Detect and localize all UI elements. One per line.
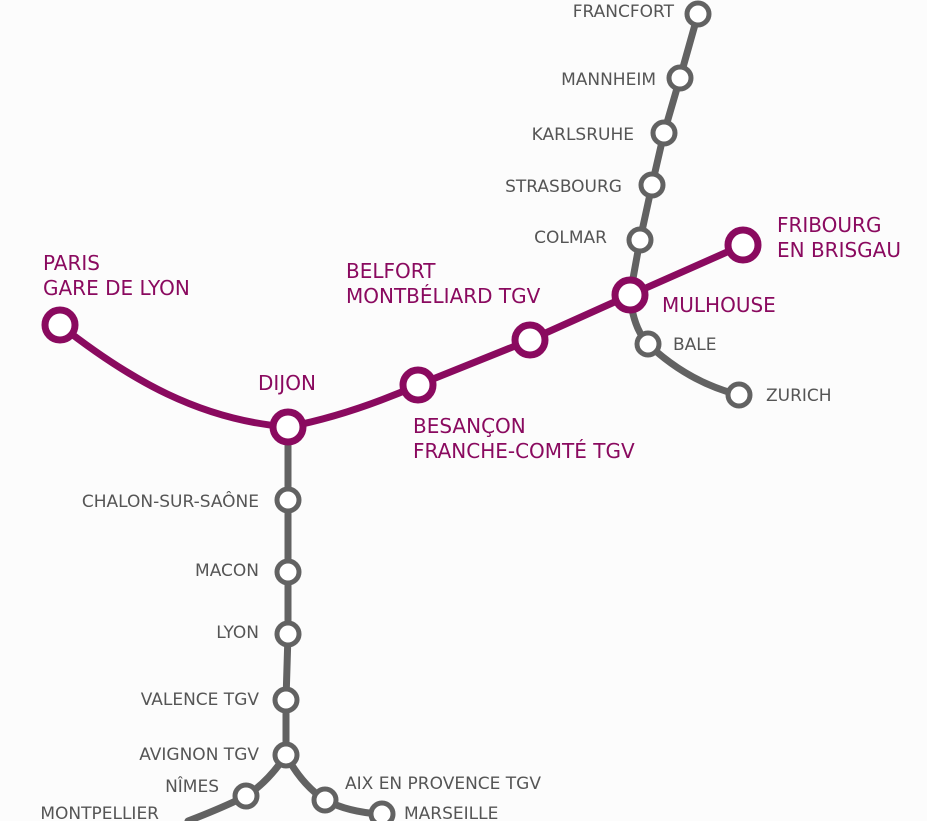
station-avignon-tgv[interactable] xyxy=(272,741,300,769)
station-valence-tgv[interactable] xyxy=(272,686,300,714)
station-chalon-sur-saone[interactable] xyxy=(274,486,302,514)
label-paris-line1: PARIS xyxy=(43,251,100,275)
label-strasbourg: STRASBOURG xyxy=(505,177,622,197)
main-labels: PARIS GARE DE LYON DIJON BELFORT MONTBÉL… xyxy=(43,213,901,463)
station-karlsruhe[interactable] xyxy=(650,119,678,147)
label-francfort: FRANCFORT xyxy=(573,2,675,22)
station-nimes[interactable] xyxy=(232,782,260,810)
main-line-east xyxy=(284,241,747,431)
station-colmar[interactable] xyxy=(626,226,654,254)
label-fribourg-line2: EN BRISGAU xyxy=(777,238,901,262)
main-line-west xyxy=(56,321,292,431)
label-bale: BALE xyxy=(673,335,717,355)
station-francfort[interactable] xyxy=(684,0,712,28)
label-lyon: LYON xyxy=(216,623,259,643)
branch-stations xyxy=(232,0,753,821)
label-valence-tgv: VALENCE TGV xyxy=(141,690,260,710)
label-macon: MACON xyxy=(195,561,259,581)
branch-labels: FRANCFORT MANNHEIM KARLSRUHE STRASBOURG … xyxy=(40,2,831,821)
label-marseille: MARSEILLE xyxy=(404,804,498,821)
main-stations xyxy=(41,226,762,446)
label-besancon-line2: FRANCHE-COMTÉ TGV xyxy=(413,439,635,463)
station-macon[interactable] xyxy=(274,558,302,586)
station-paris-gare-de-lyon[interactable] xyxy=(41,306,79,344)
label-fribourg-line1: FRIBOURG xyxy=(777,213,881,237)
station-marseille[interactable] xyxy=(368,800,396,821)
station-besancon[interactable] xyxy=(399,366,437,404)
station-aix-en-provence-tgv[interactable] xyxy=(311,786,339,814)
label-mannheim: MANNHEIM xyxy=(561,70,656,90)
station-belfort[interactable] xyxy=(511,321,549,359)
station-fribourg[interactable] xyxy=(724,226,762,264)
station-mulhouse[interactable] xyxy=(611,276,649,314)
station-zurich[interactable] xyxy=(725,381,753,409)
label-belfort-line1: BELFORT xyxy=(346,259,436,283)
label-zurich: ZURICH xyxy=(766,386,832,406)
label-aix-en-provence-tgv: AIX EN PROVENCE TGV xyxy=(345,774,541,794)
label-colmar: COLMAR xyxy=(534,228,607,248)
station-bale[interactable] xyxy=(634,330,662,358)
station-dijon[interactable] xyxy=(269,408,307,446)
label-paris-line2: GARE DE LYON xyxy=(43,276,190,300)
label-chalon-sur-saone: CHALON-SUR-SAÔNE xyxy=(82,490,259,512)
main-line xyxy=(56,241,747,431)
station-strasbourg[interactable] xyxy=(638,171,666,199)
label-karlsruhe: KARLSRUHE xyxy=(532,125,634,145)
label-montpellier: MONTPELLIER xyxy=(40,804,159,821)
label-besancon-line1: BESANÇON xyxy=(413,414,526,438)
label-belfort-line2: MONTBÉLIARD TGV xyxy=(346,284,541,308)
label-dijon: DIJON xyxy=(258,371,316,395)
label-nimes: NÎMES xyxy=(165,775,219,797)
label-mulhouse: MULHOUSE xyxy=(662,293,776,317)
station-lyon[interactable] xyxy=(274,620,302,648)
label-avignon-tgv: AVIGNON TGV xyxy=(139,745,259,765)
station-mannheim[interactable] xyxy=(666,64,694,92)
